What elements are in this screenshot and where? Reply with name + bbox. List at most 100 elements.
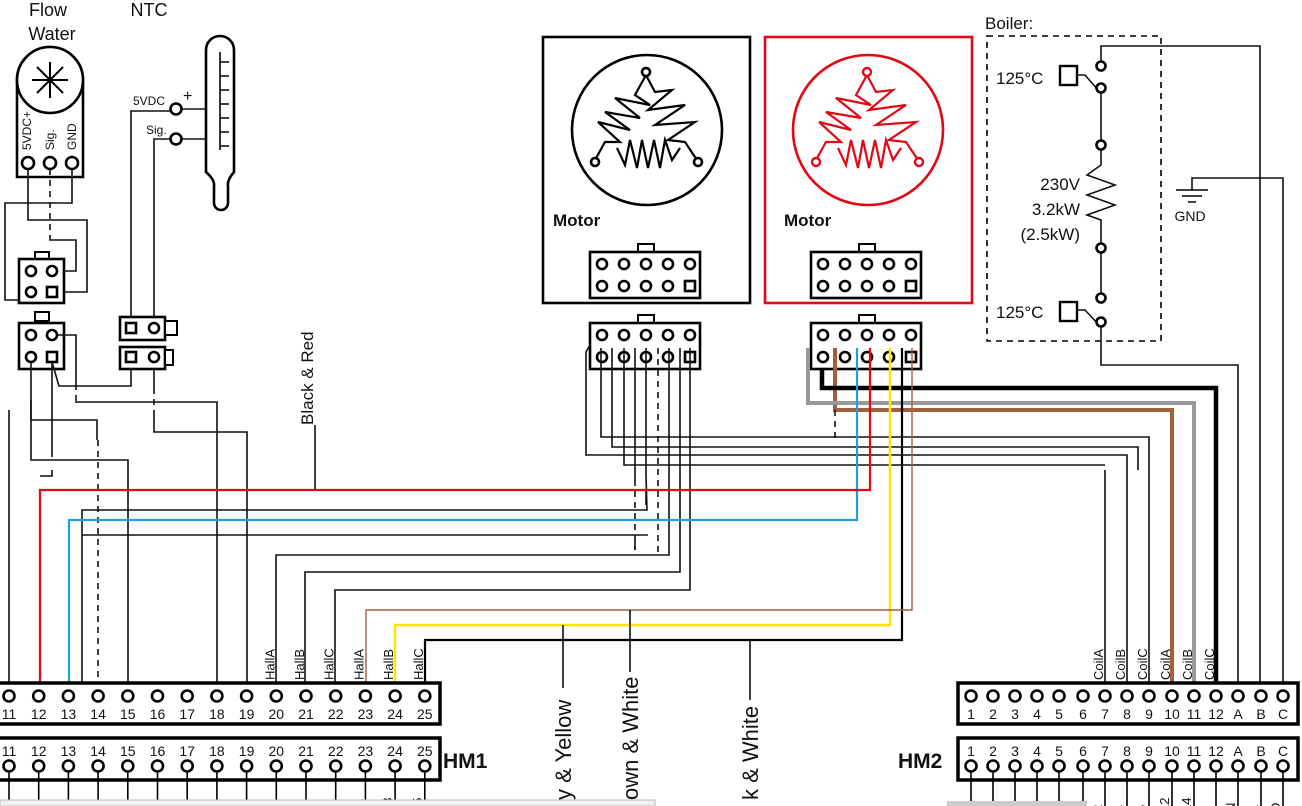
terminal-screw [1142,689,1156,703]
cut-off-label: 14 [1179,798,1194,806]
terminal-screw [2,759,16,773]
boiler-title: Boiler: [985,14,1033,33]
terminal-screw [1165,759,1179,773]
terminal-function-label: HallA [351,649,366,680]
connector-pin [595,328,609,342]
terminal-screw [121,759,135,773]
terminal-screw [986,689,1000,703]
ntc-sig-label: Sig. [146,123,167,137]
flow-connector-socket [17,311,66,371]
cut-off-label: D [1268,803,1283,806]
terminal-screw [299,689,313,703]
terminal-number: 18 [209,743,225,759]
motor-connector [588,243,702,300]
terminal-screw [210,689,224,703]
terminal-screw [239,689,254,703]
terminal-screw [1076,689,1090,703]
terminal-number: 8 [1123,743,1131,759]
terminal-row-lower [956,736,1300,782]
pin-label: Sig. [43,129,57,150]
terminal-screw [1052,689,1066,703]
thermostat-top-label: 125°C [996,69,1043,88]
terminal-screw [91,759,105,773]
bottom-tab-strip [0,799,656,806]
terminal-screw [1254,759,1268,773]
flow-title: Flow [29,0,68,20]
connector-pin [661,257,675,271]
terminal-number: 10 [1164,706,1180,722]
terminal-screw [1231,689,1245,703]
terminal-number: 23 [358,706,374,722]
terminal-screw [31,689,46,703]
terminal-screw [1120,689,1134,703]
terminal-screw [269,759,284,773]
terminal-screw [2,689,16,703]
terminal-screw [388,689,402,703]
terminal-screw [180,689,194,703]
terminal-number: 21 [298,743,314,759]
terminal-number: 9 [1145,706,1153,722]
terminal-screw [121,689,135,703]
motor-connector [588,314,702,371]
terminal-number: 1 [967,743,975,759]
ntc-connector-socket [118,345,174,371]
pin-label: 5VDC+ [20,111,34,150]
wire-label-black-red: Black & Red [298,331,317,425]
motor-winding-icon [594,74,700,169]
terminal-screw [31,759,46,773]
terminal-screw [1165,689,1179,703]
connector-pin [639,257,653,271]
cut-off-label: L [1246,805,1261,806]
terminal-function-label: HallB [292,649,307,680]
terminal-number: B [1256,706,1265,722]
terminal-number: A [1233,743,1243,759]
terminal-row-upper [956,681,1300,726]
connector-pin [838,257,852,271]
connector-pin [661,350,675,364]
terminal-screw [1209,759,1223,773]
connector-pin [639,328,653,342]
terminal-screw [1276,759,1290,773]
connector-pin [816,279,830,293]
terminal-screw [1098,759,1112,773]
impeller-icon [32,62,68,98]
connector-pin [860,257,874,271]
terminal-screw [1187,689,1201,703]
boiler: Boiler: 125°C 230V 3.2kW (2.5kW) 125°C G… [985,14,1284,683]
terminal-number: 11 [2,706,17,722]
cut-off-label: 4 [1112,805,1127,806]
terminal-screw [210,759,224,773]
ground-icon [1176,189,1208,203]
heater-power-alt: (2.5kW) [1021,225,1081,244]
motor-label: Motor [553,211,601,230]
terminal-function-label: HallC [411,648,426,680]
terminal-number: 19 [239,743,255,759]
terminal-number: 16 [150,743,166,759]
terminal-screw [91,689,105,703]
connector-pin [661,279,675,293]
connector-pin [904,328,918,342]
terminal-number: 24 [387,743,403,759]
connector-pin [683,257,697,271]
hm1-terminal-block: 1111121213131414151516161717181819192020… [0,648,442,806]
terminal-screw [358,759,373,773]
wire-label-brown-white: own & White [618,677,643,801]
terminal-number: 5 [1055,743,1063,759]
connector-pin [882,279,896,293]
connector-pin [617,328,631,342]
ntc-plus-label: + [183,88,192,105]
terminal-screw [180,759,194,773]
terminal-screw [417,759,432,773]
terminal-screw [1120,759,1134,773]
terminal-number: 22 [328,706,344,722]
terminal-function-label: HallC [322,648,337,680]
terminal-number: 20 [269,706,285,722]
terminal-row-upper [0,681,442,726]
connector-pin [595,350,609,364]
connector-pin [595,257,609,271]
terminal-number: 3 [1011,743,1019,759]
terminal-number: 15 [120,706,136,722]
thermostat-icon [1058,300,1079,323]
hm2-label: HM2 [898,750,942,773]
